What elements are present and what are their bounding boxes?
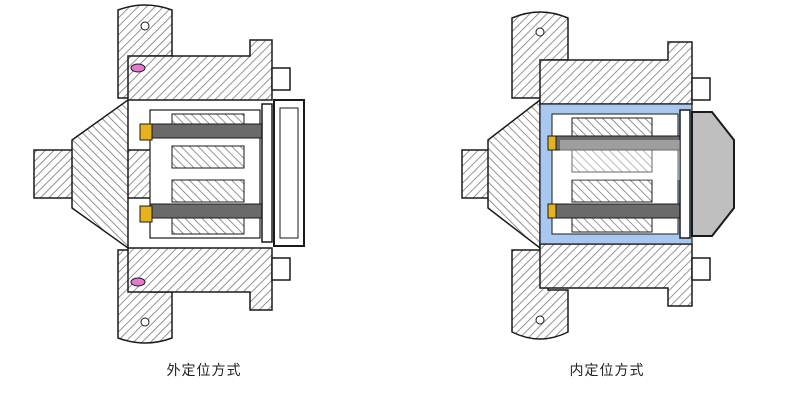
lug-hole-bottom bbox=[535, 315, 545, 325]
tie-rod-top bbox=[149, 123, 263, 139]
bolt-bottom bbox=[271, 257, 291, 281]
locating-pad-bottom bbox=[547, 203, 557, 219]
outer-cover-inner bbox=[279, 107, 299, 239]
tie-rod-bottom bbox=[555, 203, 687, 219]
bolt-top bbox=[271, 67, 291, 91]
figure-internal-locating bbox=[461, 11, 735, 340]
locating-pad-top bbox=[139, 123, 153, 141]
locating-pad-top bbox=[547, 135, 557, 151]
figure-external-locating bbox=[33, 4, 305, 344]
seal-top bbox=[130, 63, 146, 73]
lug-hole-top bbox=[535, 27, 545, 37]
end-cap bbox=[71, 98, 129, 250]
seal-bottom bbox=[130, 277, 146, 287]
housing-upper bbox=[127, 39, 273, 101]
bearing-row-3 bbox=[171, 179, 245, 203]
bearing-row-3 bbox=[571, 179, 653, 203]
end-plate bbox=[679, 109, 691, 239]
bolt-bottom bbox=[691, 257, 711, 281]
bolt-top bbox=[691, 77, 711, 101]
caption-external-locating: 外定位方式 bbox=[166, 363, 242, 379]
tie-rod-bottom bbox=[149, 203, 263, 219]
lug-hole-bottom bbox=[140, 317, 150, 327]
housing-lower bbox=[127, 247, 273, 311]
locating-pad-bottom bbox=[139, 205, 153, 223]
end-plate bbox=[261, 103, 273, 243]
lug-hole-top bbox=[140, 21, 150, 31]
watermark bbox=[560, 140, 680, 180]
bearing-row-2 bbox=[171, 145, 245, 169]
end-cap bbox=[487, 98, 541, 250]
outer-cover bbox=[273, 99, 305, 247]
caption-internal-locating: 内定位方式 bbox=[569, 363, 645, 379]
outer-cover bbox=[691, 111, 735, 237]
mounting-lug-bottom bbox=[511, 249, 569, 340]
